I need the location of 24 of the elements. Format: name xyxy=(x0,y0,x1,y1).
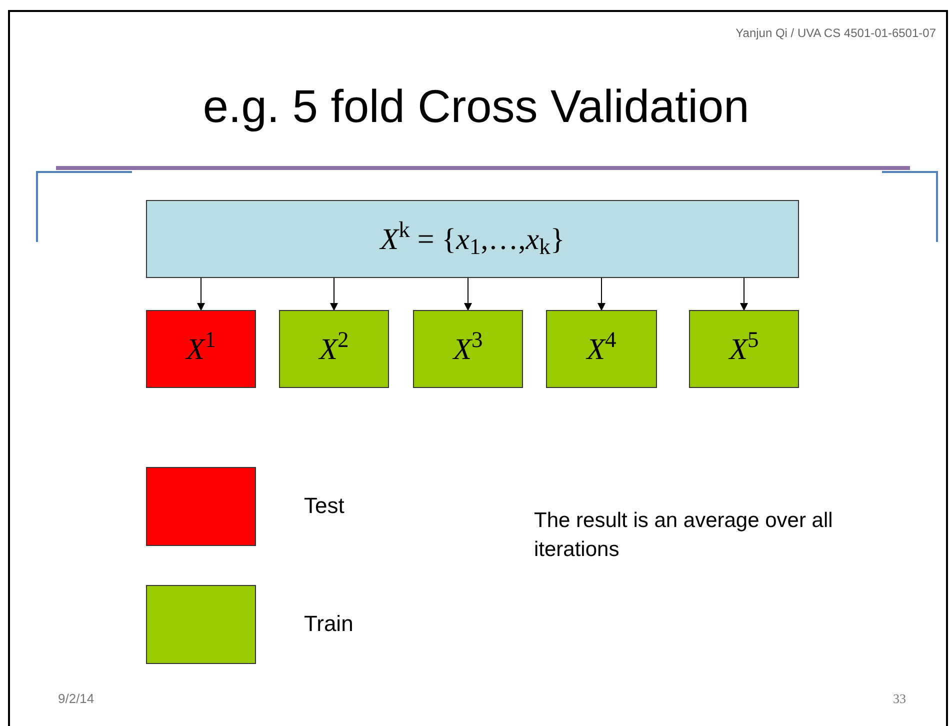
fold-box xyxy=(689,310,799,388)
fold-box xyxy=(546,310,657,388)
arrow xyxy=(740,278,748,311)
fold-box xyxy=(279,310,389,388)
arrow xyxy=(598,278,606,311)
math-expression: X$^{k}$ = {x$_{1}$,…,x$_{k}$} xyxy=(380,216,565,262)
arrow xyxy=(464,278,472,311)
legend-label: Test xyxy=(304,492,344,520)
fold-box xyxy=(413,310,523,388)
slide-author-note: Yanjun Qi / UVA CS 4501-01-6501-07 xyxy=(736,25,936,42)
slide-title: e.g. 5 fold Cross Validation xyxy=(202,79,750,134)
fold-box xyxy=(146,310,256,388)
arrow xyxy=(330,278,338,311)
math-expression: X$^{1}$ xyxy=(186,326,216,368)
arrow xyxy=(197,278,205,311)
math-expression: X$^{2}$ xyxy=(319,326,349,368)
math-expression: X$^{5}$ xyxy=(729,326,759,368)
legend-label: Train xyxy=(304,610,354,638)
slide-date: 9/2/14 xyxy=(58,690,94,708)
math-expression: X$^{3}$ xyxy=(453,326,483,368)
note-text: The result is an average over all iterations xyxy=(534,508,834,563)
slide-number: 33 xyxy=(893,690,906,708)
set-box xyxy=(146,200,799,278)
math-expression: X$^{4}$ xyxy=(586,326,616,368)
